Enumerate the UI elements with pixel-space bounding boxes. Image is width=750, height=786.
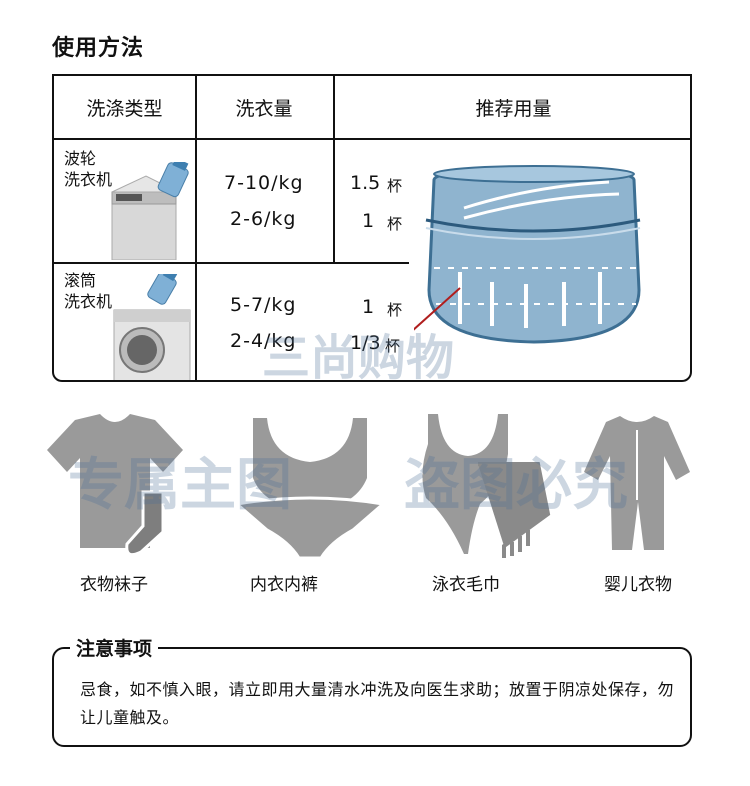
measuring-cup-icon <box>414 165 641 344</box>
clothes-label: 泳衣毛巾 <box>432 575 500 595</box>
underwear-icon <box>235 418 385 558</box>
dose-unit: 杯 <box>385 337 401 355</box>
notice-text: 忌食，如不慎入眼，请立即用大量清水冲洗及向医生求助；放置于阴凉处保存，勿让儿童触… <box>80 680 675 727</box>
dose-unit: 杯 <box>387 215 403 233</box>
row-type-label: 波轮 洗衣机 <box>64 149 113 189</box>
dose-value: 1/3 <box>350 332 381 354</box>
dose-value: 1 <box>362 296 375 318</box>
clothes-label: 内衣内裤 <box>250 575 318 595</box>
section-title: 使用方法 <box>52 36 145 61</box>
table-divider <box>195 76 197 380</box>
table-divider <box>333 76 335 262</box>
dose-value: 1.5 <box>350 172 381 194</box>
usage-table: 洗涤类型 洗衣量 推荐用量 波轮 洗衣机 7-10/kg 2-6/kg 1.5 … <box>52 74 692 382</box>
dose-value: 1 <box>362 210 375 232</box>
load-value: 2-4/kg <box>230 330 297 352</box>
dose-unit: 杯 <box>387 177 403 195</box>
load-value: 5-7/kg <box>230 294 297 316</box>
table-divider <box>54 138 690 140</box>
top-loader-washer-icon <box>111 162 189 260</box>
dose-unit: 杯 <box>387 301 403 319</box>
clothes-label: 婴儿衣物 <box>604 575 672 595</box>
load-value: 2-6/kg <box>230 208 297 230</box>
row-type-label: 滚筒 洗衣机 <box>64 271 113 311</box>
table-divider <box>54 262 195 264</box>
tshirt-sock-icon <box>47 414 183 557</box>
baby-clothes-icon <box>584 416 690 550</box>
header-load: 洗衣量 <box>235 97 293 120</box>
notice-title: 注意事项 <box>70 634 159 661</box>
header-dose: 推荐用量 <box>475 97 552 120</box>
header-wash-type: 洗涤类型 <box>86 97 163 120</box>
swimsuit-towel-icon <box>422 414 551 558</box>
front-loader-washer-icon <box>113 274 191 380</box>
notice-box <box>52 647 692 747</box>
load-value: 7-10/kg <box>224 172 304 194</box>
clothes-label: 衣物袜子 <box>80 575 148 595</box>
table-divider <box>195 262 409 264</box>
